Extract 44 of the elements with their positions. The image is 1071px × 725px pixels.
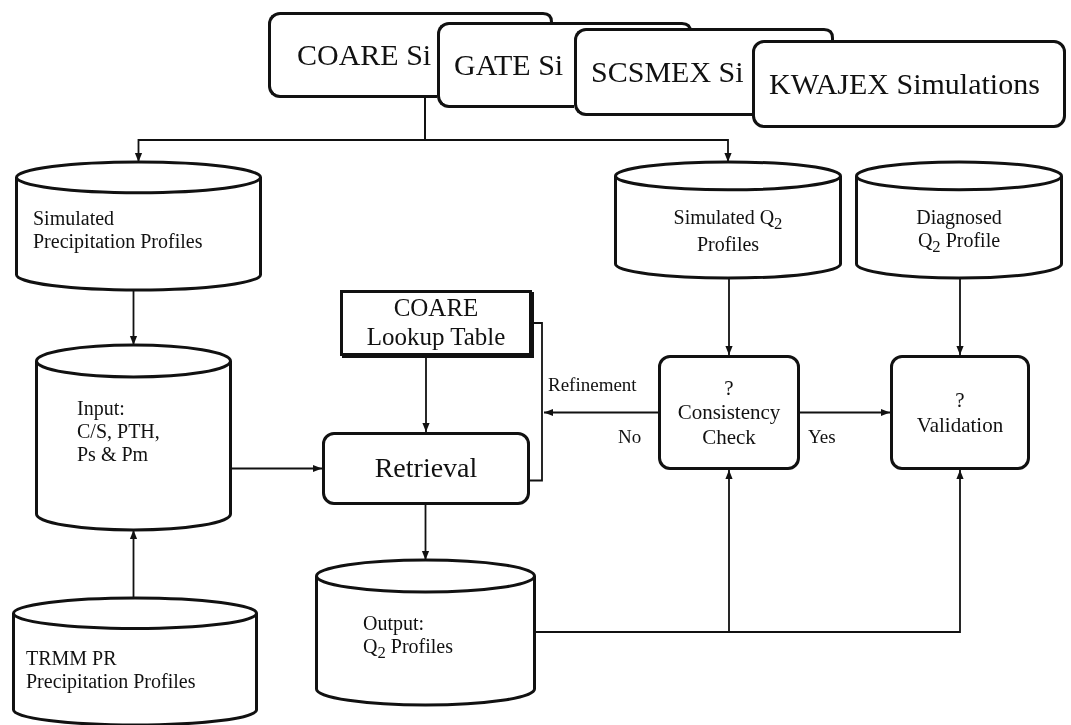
arrow	[725, 277, 733, 356]
arrow	[799, 408, 891, 417]
node-label: Q$_{2}$ Profiles	[363, 635, 453, 663]
database-cylinder	[35, 345, 232, 530]
node-label: SCSMEX Si	[591, 54, 744, 90]
database-cylinder	[12, 598, 258, 725]
node-label: ?	[724, 376, 734, 401]
process-box	[752, 40, 1066, 128]
simulation-card	[268, 12, 437, 98]
process-box	[890, 355, 1030, 470]
arrow	[422, 355, 430, 433]
node-label: COARE Si	[297, 37, 432, 73]
database-cylinder	[855, 162, 1063, 278]
node-label: Simulated Q$_{2}$ Profiles	[673, 205, 783, 257]
node-label: Retrieval	[374, 452, 478, 485]
database-cylinder	[15, 162, 262, 290]
simulation-card	[437, 22, 574, 108]
node-label: Simulated Precipitation Profiles	[33, 207, 204, 254]
connector-line	[529, 322, 543, 482]
table-box	[340, 290, 532, 356]
arrow	[421, 504, 430, 561]
node-label: KWAJEX Simulations	[769, 66, 1040, 102]
node-label: Input:	[77, 397, 126, 420]
node-label: ?	[955, 388, 965, 413]
node-label: COARE Lookup Table	[365, 294, 507, 352]
process-box	[658, 355, 800, 470]
node-label: Validation	[916, 412, 1004, 437]
database-cylinder	[614, 162, 842, 278]
process-box	[322, 432, 530, 505]
node-label: GATE Si	[454, 47, 564, 83]
arrow	[231, 464, 323, 473]
node-label: Output:	[363, 612, 425, 635]
arrow	[535, 469, 964, 633]
arrow	[129, 529, 138, 599]
database-cylinder	[315, 560, 536, 705]
arrow	[543, 408, 659, 417]
arrow	[424, 97, 732, 163]
arrow	[956, 277, 964, 356]
node-label: C/S, PTH, Ps & Pm	[77, 420, 161, 466]
node-label: TRMM PR Precipitation Profiles	[26, 647, 197, 694]
node-label: Consistency Check	[676, 400, 782, 449]
simulation-card	[574, 28, 752, 116]
arrow	[129, 289, 138, 346]
node-label: Diagnosed Q$_{2}$ Profile	[915, 205, 1003, 257]
